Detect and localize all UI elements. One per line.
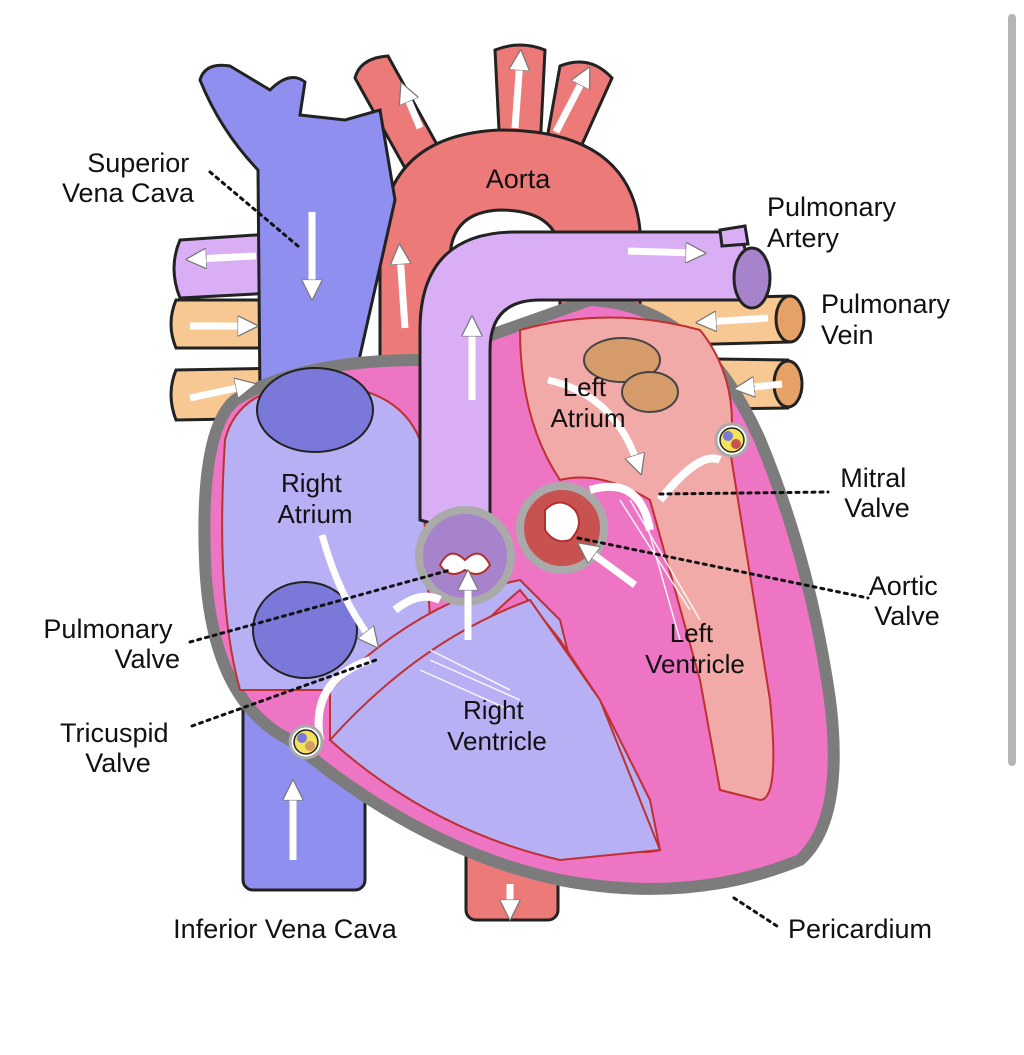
label-pericardium: Pericardium (788, 914, 932, 944)
labels: Superior Vena Cava Aorta Pulmonary Arter… (43, 148, 958, 944)
flow-arrows (190, 60, 783, 910)
mitral-valve-shape (588, 454, 722, 531)
label-superior-vena-cava: Superior Vena Cava (62, 148, 197, 208)
label-pulmonary-vein: Pulmonary Vein (821, 289, 958, 350)
label-mitral-valve: Mitral Valve (840, 463, 914, 523)
label-aorta: Aorta (486, 164, 552, 194)
label-right-atrium: Right Atrium (277, 468, 352, 529)
label-left-atrium: Left Atrium (550, 372, 625, 433)
heart (198, 224, 840, 895)
label-left-ventricle: Left Ventricle (645, 618, 745, 679)
svc-opening (256, 367, 374, 453)
av-node (288, 724, 324, 760)
superior-vena-cava (198, 63, 397, 402)
scrollbar[interactable] (1008, 14, 1016, 766)
label-pulmonary-valve: Pulmonary Valve (43, 614, 180, 674)
label-aortic-valve: Aortic Valve (869, 571, 946, 631)
sa-node (714, 422, 750, 458)
aortic-valve-shape (516, 482, 608, 574)
label-tricuspid-valve: Tricuspid Valve (60, 718, 176, 778)
label-pulmonary-artery: Pulmonary Artery (767, 192, 904, 253)
label-inferior-vena-cava: Inferior Vena Cava (173, 914, 398, 944)
pulmonary-trunk (418, 230, 763, 542)
tricuspid-valve-shape (314, 592, 442, 741)
left-chamber (518, 316, 775, 802)
ivc-opening (252, 581, 358, 679)
left-atrium-vein-openings (583, 337, 661, 383)
leader-lines (188, 170, 870, 930)
label-right-ventricle: Right Ventricle (447, 695, 547, 756)
